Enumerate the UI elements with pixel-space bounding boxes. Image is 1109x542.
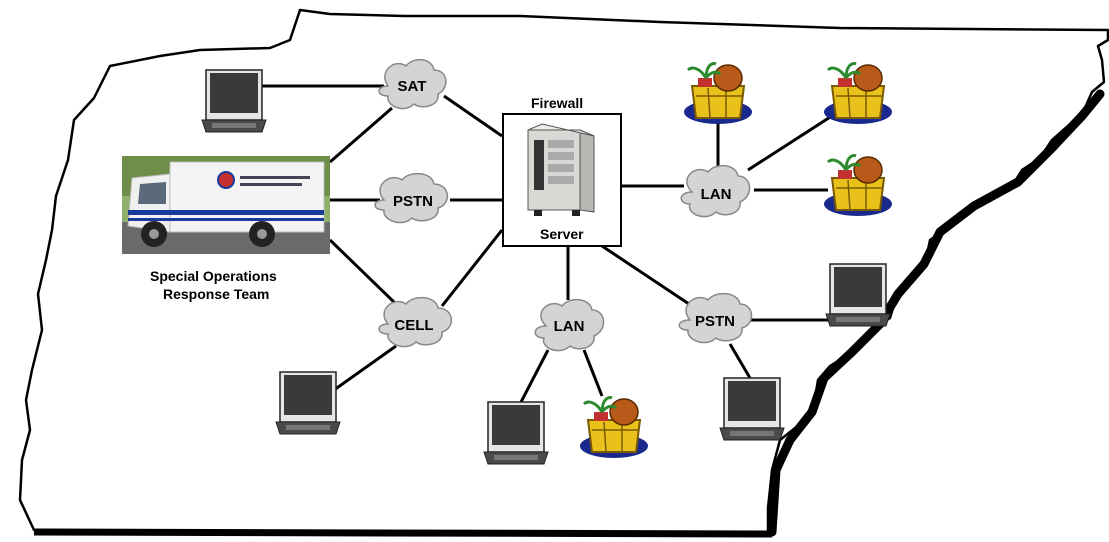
firewall-server-box: [502, 113, 622, 247]
server-tower-icon: [527, 123, 595, 216]
cloud-pstn-right-label: PSTN: [695, 313, 735, 330]
team-label-line1: Special Operations: [150, 268, 277, 284]
firewall-label: Firewall: [531, 95, 584, 111]
cloud-lan-center-label: LAN: [554, 318, 585, 335]
laptop-icon-right-upper: [825, 263, 891, 327]
response-vehicle-photo: [122, 156, 330, 254]
workstation-icon-lan-top: [682, 62, 754, 126]
cloud-pstn-left: PSTN: [374, 172, 448, 224]
cloud-cell: CELL: [378, 296, 452, 348]
bottom-border: [33, 528, 773, 538]
laptop-icon-bottom-left: [275, 371, 341, 435]
workstation-icon-mid-right: [822, 154, 894, 218]
cloud-cell-label: CELL: [394, 317, 433, 334]
laptop-icon-top-left: [201, 69, 267, 133]
cloud-sat-label: SAT: [398, 78, 427, 95]
cloud-sat: SAT: [378, 58, 447, 110]
cloud-lan-center: LAN: [534, 298, 605, 352]
cloud-pstn-right: PSTN: [678, 292, 753, 344]
cloud-pstn-left-label: PSTN: [393, 193, 433, 210]
cloud-lan-right: LAN: [680, 164, 751, 218]
connection-lines: [262, 84, 839, 405]
server-label: Server: [540, 226, 584, 242]
laptop-icon-bottom-center: [483, 401, 549, 465]
team-label-line2: Response Team: [163, 286, 270, 302]
laptop-icon-right-lower: [719, 377, 785, 441]
cloud-lan-right-label: LAN: [701, 186, 732, 203]
river-border-right: [767, 89, 1105, 537]
workstation-icon-bottom-center: [578, 396, 650, 460]
workstation-icon-top-right: [822, 62, 894, 126]
